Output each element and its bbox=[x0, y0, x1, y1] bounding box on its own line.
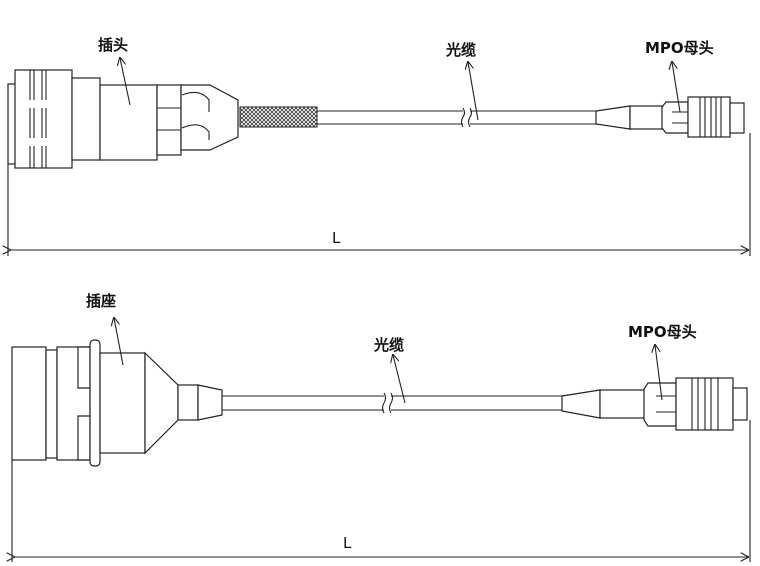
fiber-cable bbox=[222, 392, 562, 414]
cable-label: 光缆 bbox=[373, 336, 404, 354]
socket-label: 插座 bbox=[86, 292, 116, 310]
plug-connector bbox=[7, 69, 318, 169]
fiber-cable bbox=[317, 107, 596, 128]
plug-label: 插头 bbox=[98, 36, 128, 54]
bottom-dimension: L bbox=[12, 420, 751, 562]
cable-label: 光缆 bbox=[445, 41, 476, 59]
mpo-female-connector bbox=[561, 377, 748, 431]
top-dimension: L bbox=[8, 133, 751, 256]
mpo-label: MPO母头 bbox=[628, 323, 697, 341]
length-label: L bbox=[332, 229, 341, 247]
socket-connector bbox=[11, 339, 223, 467]
mpo-female-connector bbox=[595, 96, 745, 138]
top-assembly: L 插头 光缆 MPO母头 bbox=[7, 36, 751, 256]
mpo-label: MPO母头 bbox=[645, 39, 714, 57]
bottom-assembly: L 插座 光缆 MPO母头 bbox=[11, 292, 751, 562]
length-label: L bbox=[343, 534, 352, 552]
